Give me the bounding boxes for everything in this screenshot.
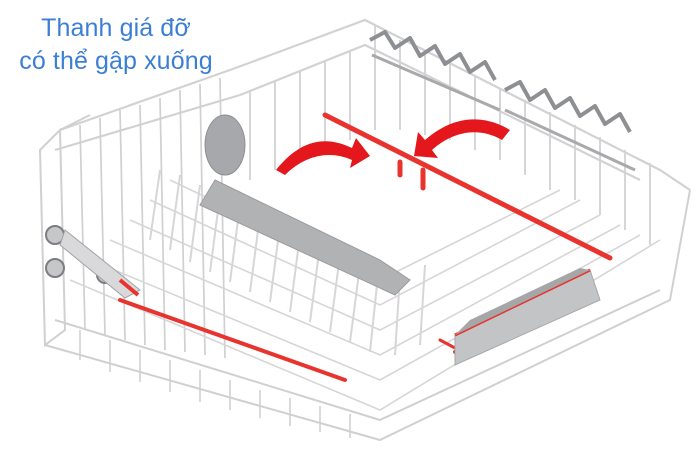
fold-arrow-left-icon (276, 138, 370, 175)
caption-line-2: có thể gập xuống (19, 47, 213, 75)
basket-back-wall (54, 18, 691, 245)
caption-line-1: Thanh giá đỡ (41, 14, 191, 42)
basket-wheels (45, 225, 141, 299)
left-side-wall (38, 77, 226, 359)
front-wall (44, 189, 691, 442)
stainless-steel-tray (454, 268, 601, 366)
caption: Thanh giá đỡ có thể gập xuống (0, 12, 232, 78)
fold-arrow-right-icon (414, 119, 510, 158)
cutlery-rack-right (369, 30, 636, 172)
spray-arm (199, 114, 411, 296)
